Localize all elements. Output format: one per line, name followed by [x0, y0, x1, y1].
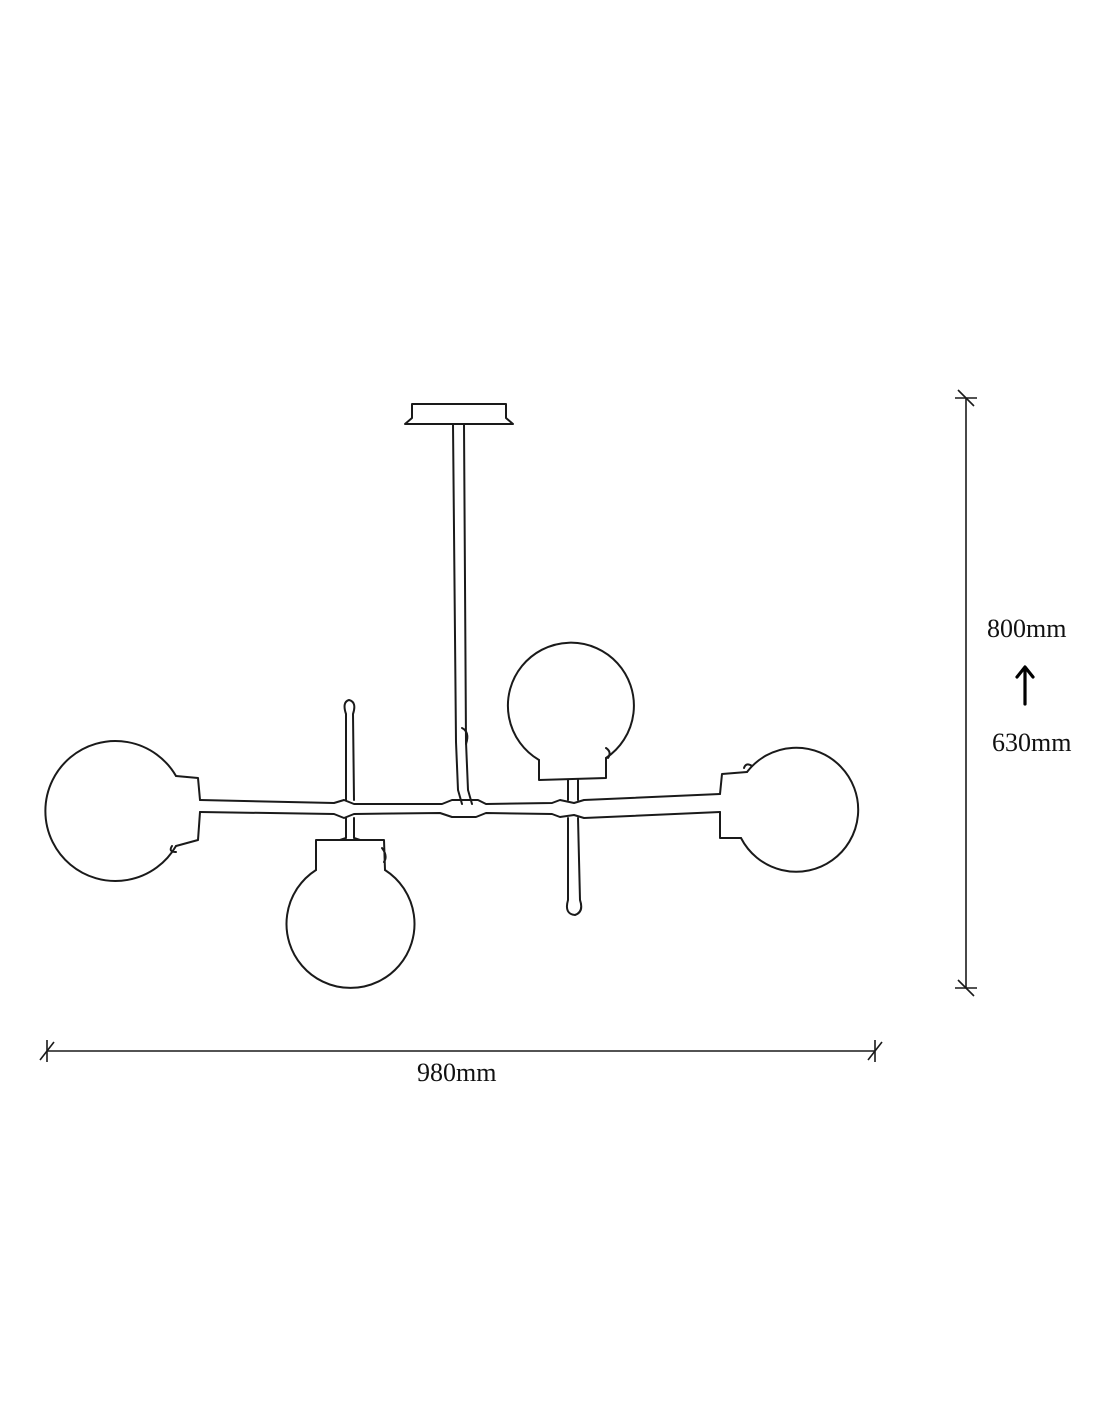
rod-joint — [461, 727, 469, 745]
height-min-label: 630mm — [992, 728, 1072, 757]
left-stub-top — [343, 699, 356, 801]
left-socket — [169, 775, 201, 853]
top-right-globe — [506, 641, 635, 761]
right-socket — [719, 763, 753, 839]
right-stub-top — [567, 779, 579, 801]
bottom-left-globe — [285, 869, 416, 989]
width-label: 980mm — [417, 1058, 497, 1087]
left-stub-bottom — [339, 817, 361, 841]
width-dimension-line — [39, 1040, 883, 1062]
height-dimension-line — [955, 389, 977, 997]
main-arm-upper — [199, 793, 721, 805]
right-globe — [740, 746, 860, 873]
height-max-label: 800mm — [987, 614, 1067, 643]
top-right-socket — [538, 747, 611, 781]
main-arm-lower — [199, 811, 721, 819]
bottom-left-socket — [315, 839, 387, 871]
right-stub-bottom — [565, 817, 583, 916]
down-rod — [452, 423, 473, 805]
arrow-up-icon — [1015, 665, 1035, 706]
ceiling-canopy — [404, 403, 514, 425]
left-globe — [44, 740, 177, 882]
